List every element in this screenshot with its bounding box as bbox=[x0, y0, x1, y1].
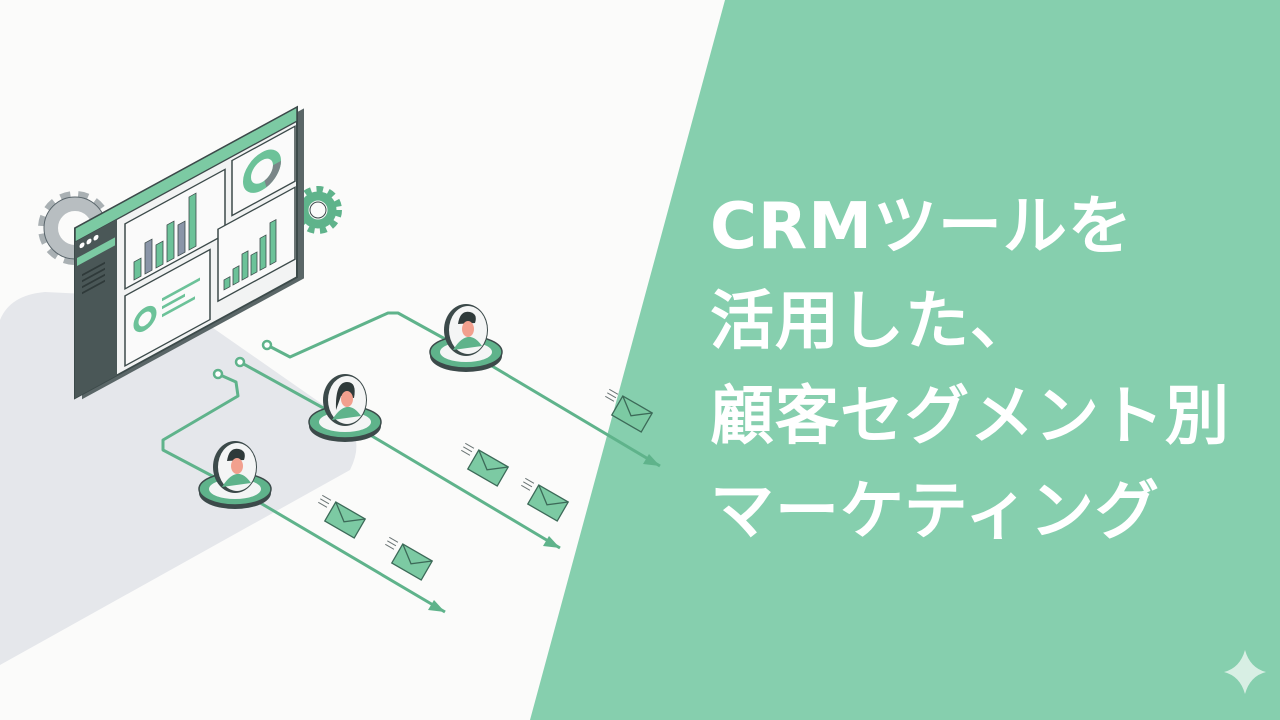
envelope-icon bbox=[461, 442, 510, 487]
gear-icon bbox=[294, 186, 342, 234]
envelope-icon bbox=[318, 494, 367, 539]
sparkle-icon bbox=[1224, 650, 1266, 694]
title-line-2: 活用した、 bbox=[710, 285, 1035, 359]
envelope-icon bbox=[385, 536, 434, 581]
envelope-icon bbox=[605, 388, 654, 433]
arrow bbox=[428, 454, 660, 612]
person-avatar bbox=[308, 374, 382, 442]
segment-path bbox=[266, 311, 661, 468]
dashboard-monitor bbox=[74, 105, 304, 400]
envelope-icon bbox=[521, 477, 570, 522]
page-title: CRMツールを 活用した、 顧客セグメント別 マーケティング bbox=[710, 180, 1230, 560]
person-avatar bbox=[198, 441, 272, 509]
title-line-3: 顧客セグメント別 bbox=[710, 380, 1230, 454]
green-background-panel bbox=[530, 0, 1280, 720]
floor-shadow bbox=[0, 292, 357, 665]
title-line-4: マーケティング bbox=[710, 475, 1160, 549]
title-line-1: CRMツールを bbox=[710, 190, 1133, 264]
person-avatar bbox=[429, 304, 503, 372]
